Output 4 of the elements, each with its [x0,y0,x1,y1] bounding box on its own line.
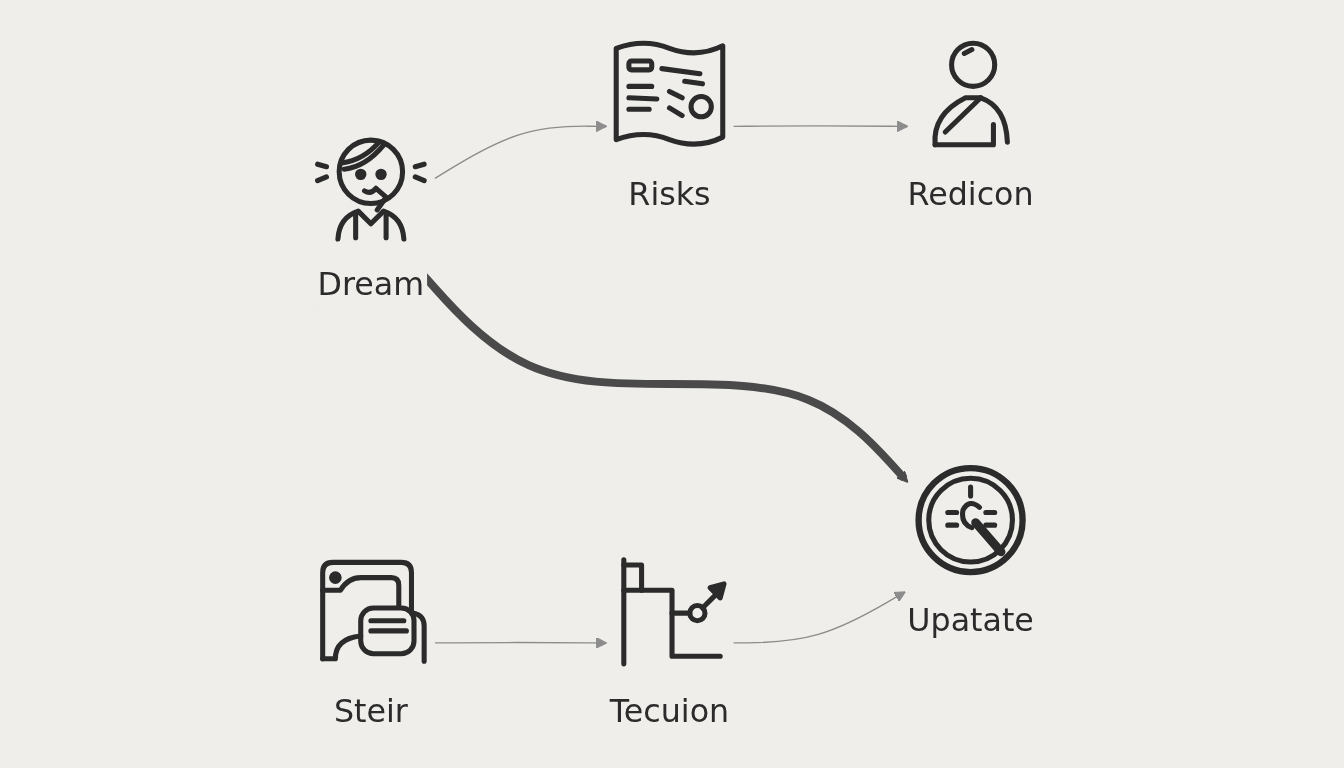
arrow [434,120,608,180]
arrow [732,591,906,644]
arrow [732,120,909,133]
arrow [434,637,608,649]
